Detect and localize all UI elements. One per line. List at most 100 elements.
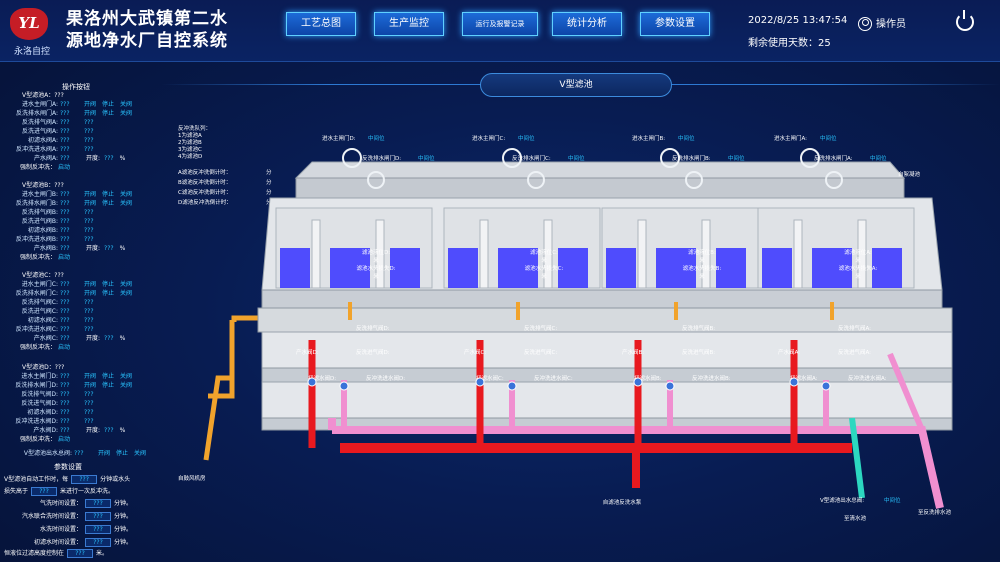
valve-icon — [821, 381, 831, 391]
valve-toggle-button[interactable]: ??? — [84, 409, 94, 416]
inlet-gate-label: 进水主闸门D: — [322, 134, 356, 142]
force-backwash-button[interactable]: 启动 — [58, 254, 71, 261]
close-valve-button[interactable]: 关阀 — [120, 290, 133, 297]
param-input[interactable]: ??? — [85, 512, 111, 521]
valve-toggle-button[interactable]: ??? — [84, 218, 94, 225]
valve-toggle-button[interactable]: ??? — [84, 236, 94, 243]
inlet-gate-label: 进水主闸门A: — [774, 134, 807, 142]
stop-valve-button[interactable]: 停止 — [102, 101, 115, 108]
valve-toggle-button[interactable]: ??? — [84, 227, 94, 234]
valve-row: 反冲洗进水阀B:?????? — [4, 234, 94, 243]
filter-level-label: 滤池液位A: — [844, 248, 872, 256]
stop-valve-button[interactable]: 停止 — [116, 450, 129, 457]
valve-toggle-button[interactable]: ??? — [84, 326, 94, 333]
stop-valve-button[interactable]: 停止 — [102, 382, 115, 389]
force-backwash-button[interactable]: 启动 — [58, 436, 71, 443]
valve-label: 反洗排气阀C: — [21, 299, 58, 306]
nav-production-monitor[interactable]: 生产监控 — [374, 12, 444, 36]
open-valve-button[interactable]: 开阀 — [84, 200, 97, 207]
valve-label: 进水主闸门C: — [21, 281, 58, 288]
close-valve-button[interactable]: 关阀 — [120, 110, 133, 117]
valve-toggle-button[interactable]: ??? — [84, 128, 94, 135]
v-trough — [375, 219, 385, 289]
user-menu[interactable]: 操作员 — [858, 15, 906, 31]
open-valve-button[interactable]: 开阀 — [84, 101, 97, 108]
close-valve-button[interactable]: 关阀 — [134, 450, 147, 457]
filter-level-unit: 米 — [373, 256, 379, 264]
level-control-unit: 米。 — [96, 550, 109, 557]
close-valve-button[interactable]: 关阀 — [120, 191, 133, 198]
valve-row: 进水主闸门A:???开阀停止关阀 — [4, 99, 133, 108]
valve-status: ??? — [60, 400, 70, 407]
head-loss-input[interactable]: ??? — [31, 487, 58, 496]
valve-toggle-button[interactable]: ??? — [84, 400, 94, 407]
open-valve-button[interactable]: 开阀 — [84, 290, 97, 297]
valve-label: 反冲洗进水阀B: — [15, 236, 58, 243]
power-icon[interactable] — [956, 10, 974, 31]
water-level — [762, 248, 792, 288]
params-title: 参数设置 — [54, 463, 82, 471]
force-backwash-button[interactable]: 启动 — [58, 164, 71, 171]
backwash-countdown-label: A滤池反冲洗倒计时： — [178, 168, 231, 176]
force-backwash-button[interactable]: 启动 — [58, 344, 71, 351]
nav-process-overview[interactable]: 工艺总图 — [286, 12, 356, 36]
open-valve-button[interactable]: 开阀 — [84, 382, 97, 389]
ops-title: 操作按钮 — [62, 83, 90, 91]
stop-valve-button[interactable]: 停止 — [102, 200, 115, 207]
open-valve-button[interactable]: 开阀 — [84, 373, 97, 380]
stop-valve-button[interactable]: 停止 — [102, 191, 115, 198]
valve-icon — [307, 377, 317, 387]
open-valve-button[interactable]: 开阀 — [98, 450, 111, 457]
valve-status: ??? — [60, 418, 70, 425]
valve-icon — [507, 381, 517, 391]
valve-toggle-button[interactable]: ??? — [84, 308, 94, 315]
open-valve-button[interactable]: 开阀 — [84, 191, 97, 198]
v-trough — [479, 219, 489, 289]
valve-toggle-button[interactable]: ??? — [84, 209, 94, 216]
param-input[interactable]: ??? — [85, 525, 111, 534]
valve-status: ??? — [60, 382, 70, 389]
valve-status: ??? — [60, 290, 70, 297]
valve-toggle-button[interactable]: ??? — [84, 391, 94, 398]
param-input[interactable]: ??? — [85, 538, 111, 547]
valve-toggle-button[interactable]: ??? — [84, 119, 94, 126]
stop-valve-button[interactable]: 停止 — [102, 281, 115, 288]
stop-valve-button[interactable]: 停止 — [102, 110, 115, 117]
close-valve-button[interactable]: 关阀 — [120, 281, 133, 288]
nav-parameter-settings[interactable]: 参数设置 — [640, 12, 710, 36]
close-valve-button[interactable]: 关阀 — [120, 101, 133, 108]
valve-status: ??? — [60, 200, 70, 207]
to-clear-well-label: 至清水池 — [844, 514, 867, 522]
water-level — [498, 248, 538, 288]
pane-title: V型滤池 — [480, 73, 672, 97]
valve-row: 反洗进气阀B:?????? — [4, 216, 94, 225]
app-header: YL 永洛自控 果洛州大武镇第二水 源地净水厂自控系统 工艺总图 生产监控 运行… — [0, 0, 1000, 62]
param-label: 初滤水时间设置： — [33, 539, 82, 546]
filter-group-title: V型滤池C：??? — [22, 272, 64, 279]
level-control-input[interactable]: ??? — [67, 549, 94, 558]
valve-toggle-button[interactable]: ??? — [84, 299, 94, 306]
open-valve-button[interactable]: 开阀 — [84, 110, 97, 117]
valve-toggle-button[interactable]: ??? — [84, 317, 94, 324]
backwash-inlet-label: 反冲洗进水阀A: — [848, 374, 887, 382]
valve-toggle-button[interactable]: ??? — [84, 418, 94, 425]
auto-interval-input[interactable]: ??? — [71, 475, 98, 484]
valve-icon — [665, 381, 675, 391]
valve-row: 进水主闸门B:???开阀停止关阀 — [4, 189, 133, 198]
open-valve-button[interactable]: 开阀 — [84, 281, 97, 288]
valve-status: ??? — [60, 101, 70, 108]
close-valve-button[interactable]: 关阀 — [120, 373, 133, 380]
valve-toggle-button[interactable]: ??? — [84, 146, 94, 153]
close-valve-button[interactable]: 关阀 — [120, 200, 133, 207]
drain-riser — [887, 352, 925, 432]
filter-level-label: 滤池液位C: — [530, 248, 558, 256]
nav-statistics[interactable]: 统计分析 — [552, 12, 622, 36]
stop-valve-button[interactable]: 停止 — [102, 373, 115, 380]
nav-run-alarm-records[interactable]: 运行及报警记录 — [462, 12, 538, 36]
valve-toggle-button[interactable]: ??? — [84, 137, 94, 144]
stop-valve-button[interactable]: 停止 — [102, 290, 115, 297]
param-input[interactable]: ??? — [85, 499, 111, 508]
close-valve-button[interactable]: 关阀 — [120, 382, 133, 389]
valve-label: 产水阀B: — [33, 245, 58, 252]
inlet-gate-label: 进水主闸门B: — [632, 134, 665, 142]
